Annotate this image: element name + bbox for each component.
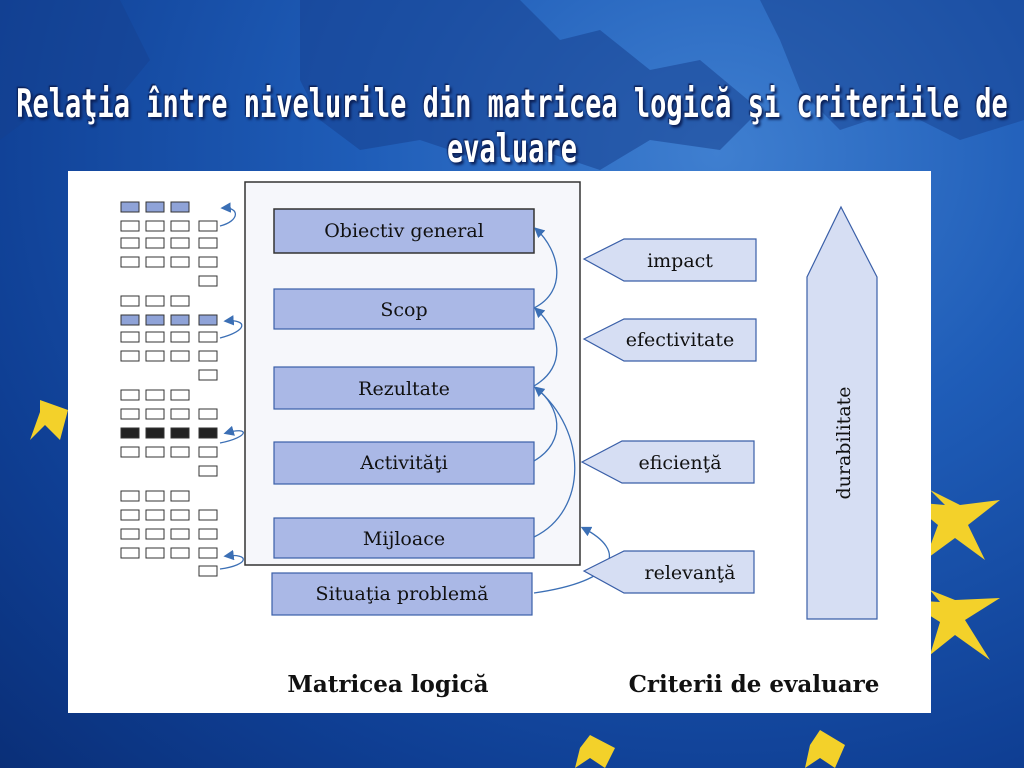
- grid-obiectiv: [120, 201, 218, 287]
- level-label: Mijloace: [363, 528, 445, 550]
- slide-title: Relaţia între nivelurile din matricea lo…: [16, 82, 1008, 172]
- criterion-relevanta: relevanţă: [582, 550, 755, 594]
- level-label: Scop: [380, 299, 427, 321]
- level-label: Obiectiv general: [324, 220, 484, 242]
- situation-box: Situaţia problemă: [271, 572, 533, 616]
- left-caption: Matricea logică: [287, 671, 488, 698]
- right-caption: Criterii de evaluare: [629, 671, 880, 698]
- level-label: Activităţi: [359, 452, 448, 474]
- level-box-activitati: Activităţi: [273, 441, 535, 485]
- criterion-label: eficienţă: [638, 452, 721, 474]
- criterion-impact: impact: [582, 238, 757, 282]
- criterion-label: impact: [647, 250, 713, 272]
- criterion-eficienta: eficienţă: [580, 440, 755, 484]
- logframe-diagram: Obiectiv general Scop Rezultate Activită…: [120, 181, 880, 698]
- situation-label: Situaţia problemă: [316, 583, 489, 605]
- grid-scop: [120, 295, 218, 381]
- criterion-efectivitate: efectivitate: [582, 318, 757, 362]
- criterion-label: efectivitate: [626, 329, 735, 351]
- grid-activitati: [120, 389, 218, 477]
- grid-mijloace: [120, 490, 218, 577]
- level-label: Rezultate: [358, 378, 450, 400]
- level-box-scop: Scop: [273, 288, 535, 330]
- level-box-obiectiv: Obiectiv general: [273, 208, 535, 254]
- level-box-mijloace: Mijloace: [273, 517, 535, 559]
- criterion-durabilitate: durabilitate: [806, 205, 878, 620]
- mini-grids: [120, 201, 218, 577]
- diagram-panel: Obiectiv general Scop Rezultate Activită…: [68, 171, 931, 713]
- grid-arrows: [219, 202, 244, 570]
- level-box-rezultate: Rezultate: [273, 366, 535, 410]
- vertical-criterion-label: durabilitate: [833, 386, 855, 499]
- criterion-label: relevanţă: [645, 562, 736, 584]
